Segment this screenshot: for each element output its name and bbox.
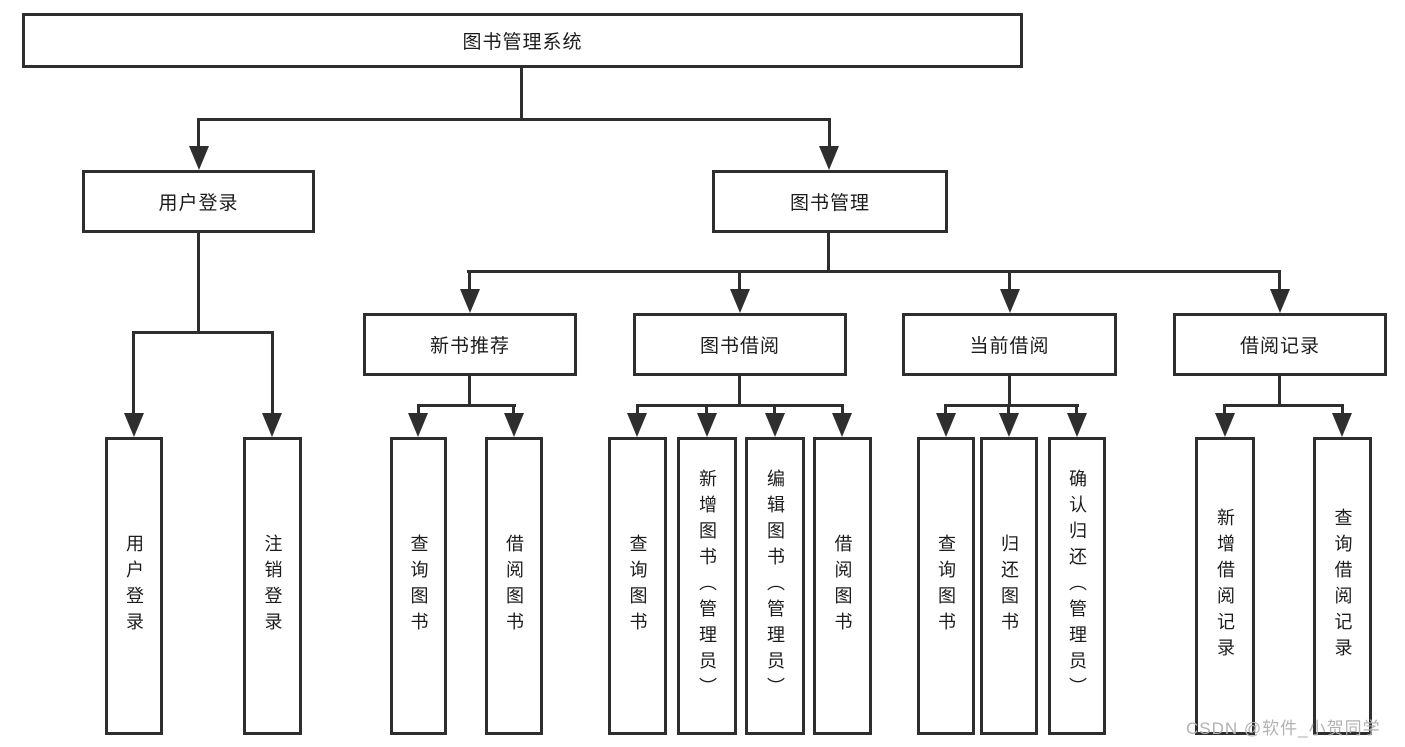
arrow-down-icon bbox=[819, 146, 839, 170]
borrowing-records-stem-line bbox=[1278, 376, 1281, 407]
drop-line bbox=[1075, 404, 1078, 414]
leaf-user-login: 用户登录 bbox=[105, 437, 163, 735]
user-login-branch-line bbox=[132, 331, 274, 334]
drop-line bbox=[705, 404, 708, 414]
node-borrowing-records: 借阅记录 bbox=[1173, 313, 1387, 376]
node-book-management: 图书管理 bbox=[712, 170, 948, 233]
leaf-query-borrow-record: 查询借阅记录 bbox=[1313, 437, 1372, 735]
csdn-watermark: CSDN @软件_小贺同学 bbox=[1186, 719, 1381, 738]
leaf-add-books-admin: 新增图书（管理员） bbox=[677, 437, 737, 735]
new-book-branch-line bbox=[417, 404, 516, 407]
book-borrowing-branch-line bbox=[636, 404, 844, 407]
drop-line bbox=[1007, 404, 1010, 414]
leaf-query-books-recommend: 查询图书 bbox=[390, 437, 447, 735]
leaf-edit-books-admin: 编辑图书（管理员） bbox=[745, 437, 805, 735]
drop-line-new-book bbox=[468, 270, 471, 290]
drop-line-borrowing-records bbox=[1278, 270, 1281, 290]
drop-line bbox=[1341, 404, 1344, 414]
node-current-borrowing: 当前借阅 bbox=[902, 313, 1117, 376]
arrow-down-icon bbox=[832, 413, 852, 437]
node-user-login: 用户登录 bbox=[82, 170, 315, 233]
leaf-logout: 注销登录 bbox=[243, 437, 302, 735]
arrow-down-icon bbox=[1332, 413, 1352, 437]
current-borrowing-branch-line bbox=[944, 404, 1079, 407]
drop-line-book-borrowing bbox=[738, 270, 741, 290]
arrow-down-icon bbox=[1270, 289, 1290, 313]
arrow-down-icon bbox=[999, 413, 1019, 437]
arrow-down-icon bbox=[189, 146, 209, 170]
book-management-stem-line bbox=[827, 233, 830, 273]
book-borrowing-stem-line bbox=[738, 376, 741, 407]
arrow-down-icon bbox=[936, 413, 956, 437]
leaf-return-books: 归还图书 bbox=[980, 437, 1038, 735]
drop-line bbox=[417, 404, 420, 414]
node-book-borrowing: 图书借阅 bbox=[633, 313, 847, 376]
arrow-down-icon bbox=[262, 413, 282, 437]
drop-line-user-login bbox=[197, 118, 200, 148]
arrow-down-icon bbox=[124, 413, 144, 437]
arrow-down-icon bbox=[627, 413, 647, 437]
leaf-borrow-books-recommend: 借阅图书 bbox=[485, 437, 543, 735]
arrow-down-icon bbox=[697, 413, 717, 437]
root-branch-line bbox=[197, 118, 831, 121]
drop-line-leaf-logout bbox=[271, 331, 274, 414]
book-management-branch-line bbox=[467, 270, 1281, 273]
drop-line-current-borrowing bbox=[1008, 270, 1011, 290]
arrow-down-icon bbox=[1067, 413, 1087, 437]
drop-line-book-management bbox=[828, 118, 831, 148]
drop-line bbox=[512, 404, 515, 414]
current-borrowing-stem-line bbox=[1008, 376, 1011, 407]
arrow-down-icon bbox=[1000, 289, 1020, 313]
drop-line-leaf-user-login bbox=[132, 331, 135, 414]
arrow-down-icon bbox=[1215, 413, 1235, 437]
drop-line bbox=[841, 404, 844, 414]
leaf-add-borrow-record: 新增借阅记录 bbox=[1195, 437, 1255, 735]
leaf-borrow-books: 借阅图书 bbox=[813, 437, 872, 735]
arrow-down-icon bbox=[408, 413, 428, 437]
arrow-down-icon bbox=[765, 413, 785, 437]
user-login-stem-line bbox=[197, 233, 200, 333]
leaf-confirm-return-admin: 确认归还（管理员） bbox=[1048, 437, 1106, 735]
node-library-system: 图书管理系统 bbox=[22, 13, 1023, 68]
node-new-book-recommendation: 新书推荐 bbox=[363, 313, 577, 376]
arrow-down-icon bbox=[460, 289, 480, 313]
root-stem-line bbox=[520, 68, 523, 121]
arrow-down-icon bbox=[504, 413, 524, 437]
drop-line bbox=[1223, 404, 1226, 414]
leaf-query-books-current: 查询图书 bbox=[917, 437, 975, 735]
borrowing-records-branch-line bbox=[1224, 404, 1344, 407]
drop-line bbox=[636, 404, 639, 414]
drop-line bbox=[944, 404, 947, 414]
drop-line bbox=[773, 404, 776, 414]
leaf-query-books-borrow: 查询图书 bbox=[608, 437, 667, 735]
arrow-down-icon bbox=[730, 289, 750, 313]
new-book-stem-line bbox=[468, 376, 471, 407]
